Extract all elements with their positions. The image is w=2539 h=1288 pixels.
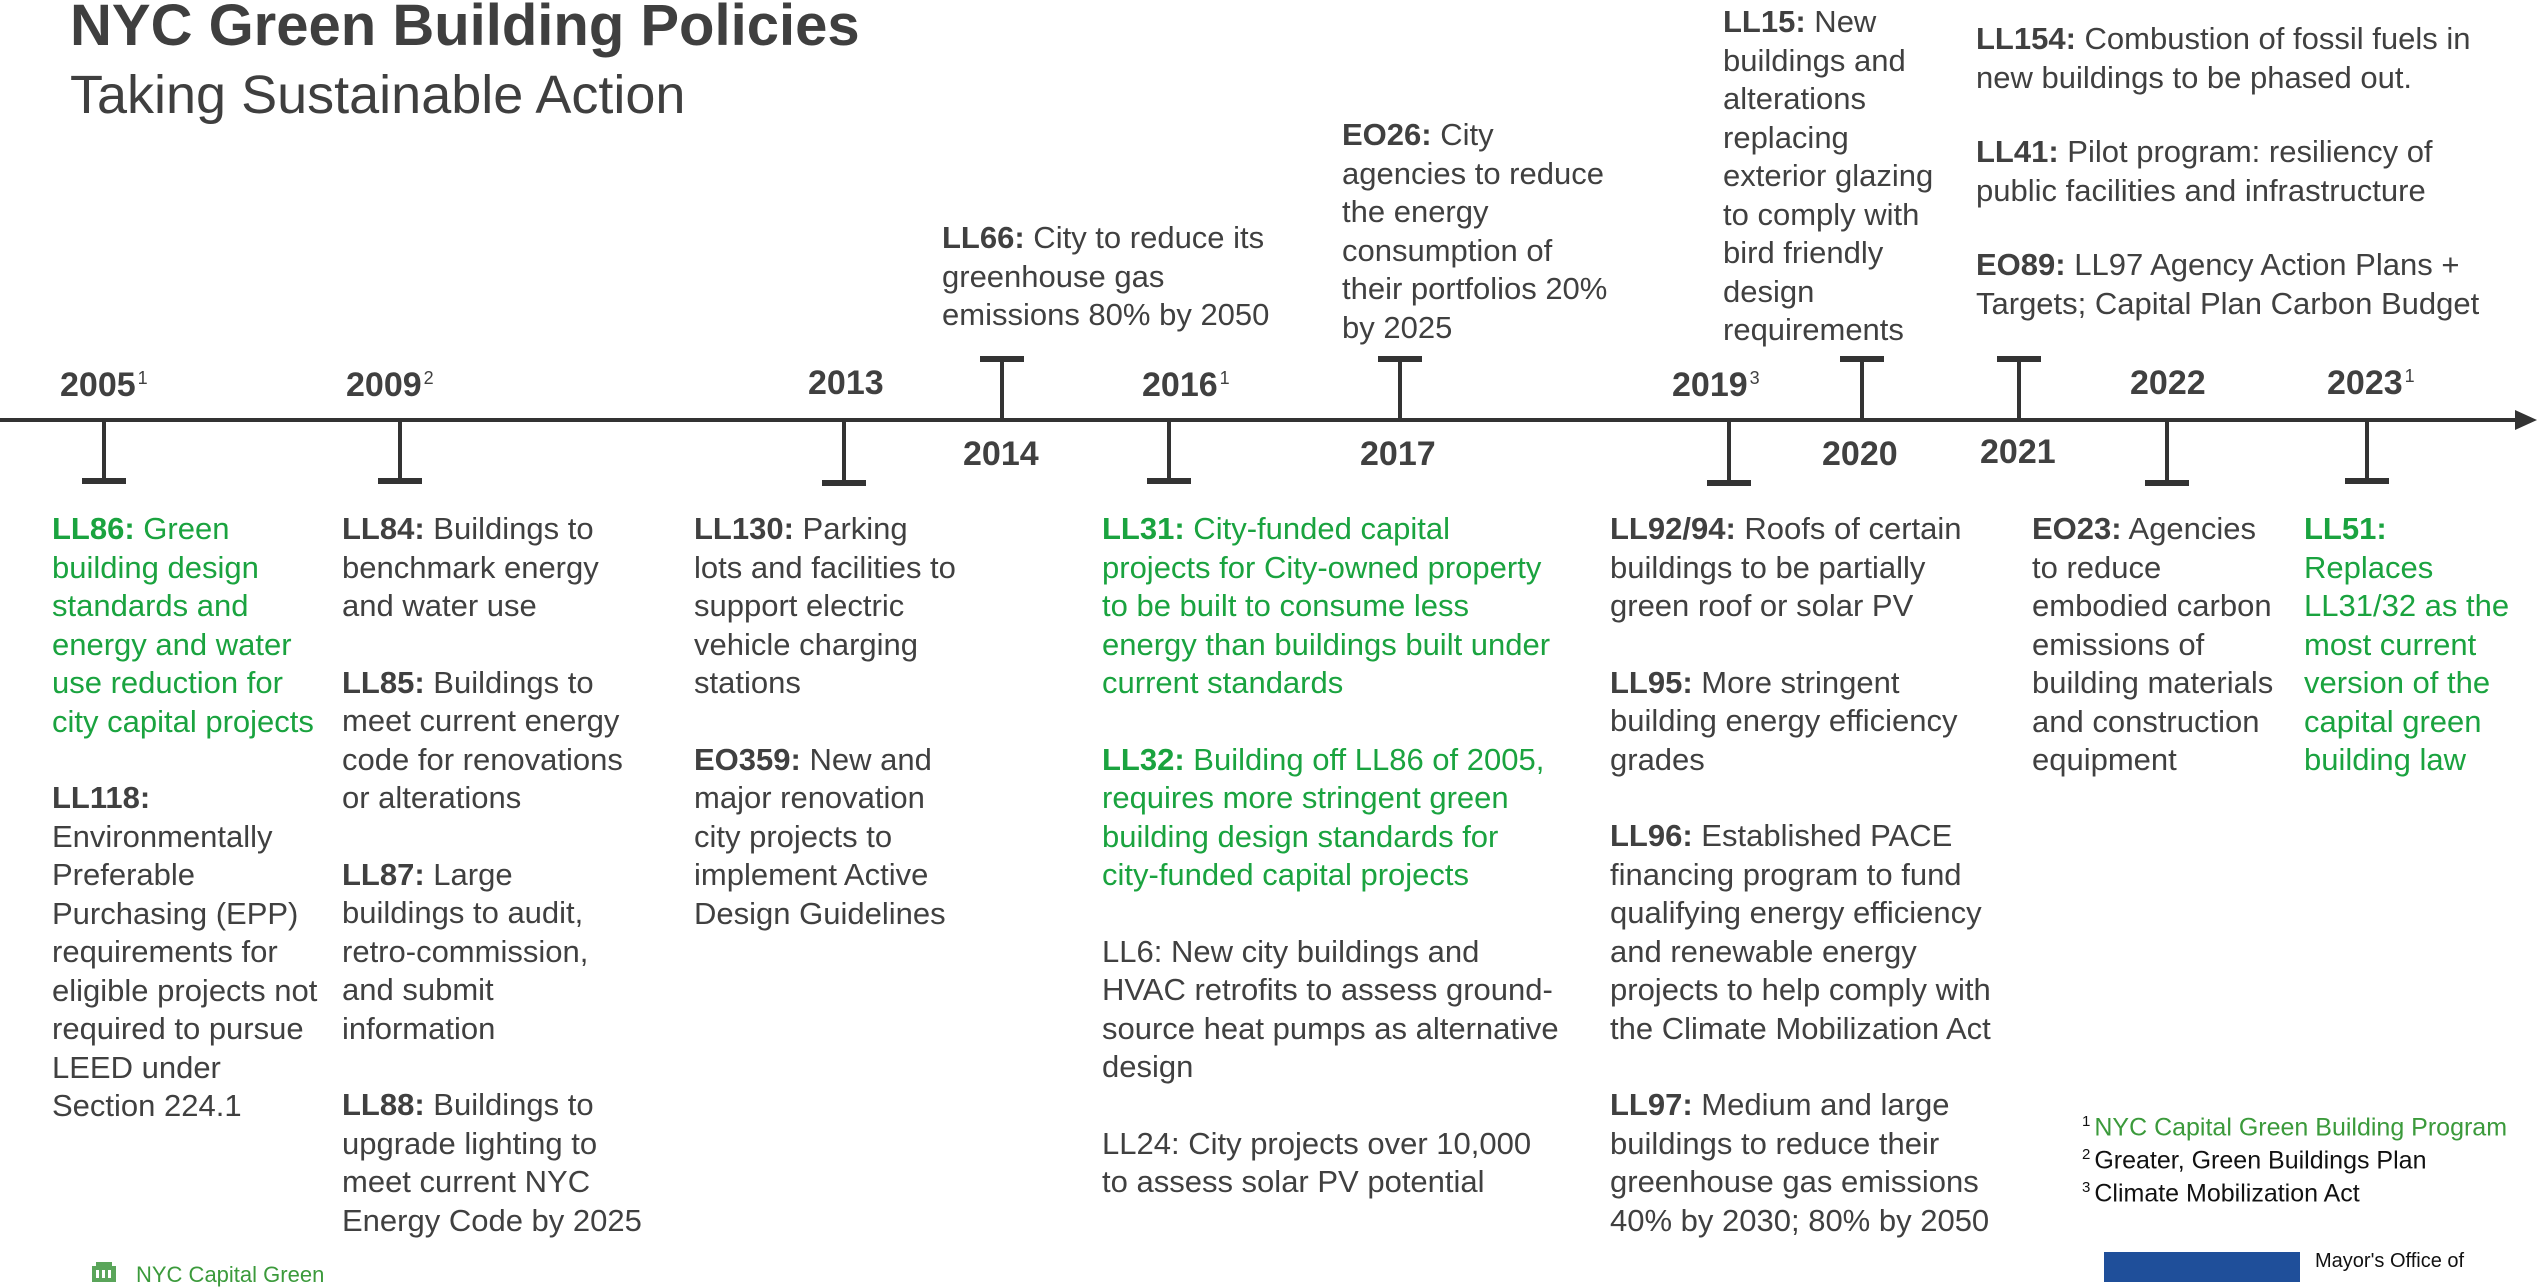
policy-ll66: LL66: City to reduce its greenhouse gas …: [942, 220, 1270, 332]
marker-2016-stem: [1167, 420, 1171, 480]
notes-2020: LL15: New buildings and alterations repl…: [1723, 3, 1955, 388]
page-title: NYC Green Building Policies: [70, 0, 860, 58]
year-2014: 2014: [963, 435, 1039, 473]
marker-2013-stem: [842, 420, 846, 482]
year-2020: 2020: [1822, 435, 1898, 473]
marker-2023-stem: [2365, 420, 2369, 480]
notes-2022: EO23: Agencies to reduce embodied carbon…: [2032, 510, 2282, 818]
policy-ll86: LL86: Green building design standards an…: [52, 511, 314, 739]
policy-ll41: LL41: Pilot program: resiliency of publi…: [1976, 134, 2433, 208]
marker-2009-stem: [398, 420, 402, 480]
year-2017: 2017: [1360, 435, 1436, 473]
capital-green-label: NYC Capital Green: [136, 1262, 325, 1287]
policy-ll97: LL97: Medium and large buildings to redu…: [1610, 1087, 1990, 1238]
marker-2019-cap: [1707, 480, 1751, 486]
year-2013: 2013: [808, 364, 884, 402]
policy-ll96: LL96: Established PACE financing program…: [1610, 818, 1991, 1046]
policy-ll88: LL88: Buildings to upgrade lighting to m…: [342, 1087, 642, 1238]
policy-ll87: LL87: Large buildings to audit, retro-co…: [342, 856, 589, 1046]
policy-ll95: LL95: More stringent building energy eff…: [1610, 664, 1958, 777]
policy-ll6: LL6: New city buildings and HVAC retrofi…: [1102, 933, 1559, 1085]
policy-ll154: LL154: Combustion of fossil fuels in new…: [1976, 21, 2471, 95]
marker-2022-stem: [2165, 420, 2169, 482]
policy-ll51: LL51: Replaces LL31/32 as the most curre…: [2304, 511, 2510, 777]
policy-eo26: EO26: City agencies to reduce the energy…: [1342, 117, 1608, 345]
notes-2023: LL51: Replaces LL31/32 as the most curre…: [2304, 510, 2524, 818]
marker-2021-stem: [2017, 356, 2021, 420]
policy-ll92-94: LL92/94: Roofs of certain buildings to b…: [1610, 511, 1962, 623]
marker-2009-cap: [378, 478, 422, 484]
notes-2014: LL66: City to reduce its greenhouse gas …: [942, 219, 1282, 373]
policy-ll118: LL118: Environmentally Preferable Purcha…: [52, 780, 318, 1123]
notes-2019: LL92/94: Roofs of certain buildings to b…: [1610, 510, 2005, 1278]
policy-ll31: LL31: City-funded capital projects for C…: [1102, 511, 1551, 700]
policy-ll15: LL15: New buildings and alterations repl…: [1723, 4, 1934, 347]
policy-ll32: LL32: Building off LL86 of 2005, require…: [1102, 741, 1545, 893]
policy-ll85: LL85: Buildings to meet current energy c…: [342, 664, 623, 816]
notes-2005: LL86: Green building design standards an…: [52, 510, 324, 1164]
marker-2014-stem: [1000, 356, 1004, 420]
marker-2005-cap: [82, 478, 126, 484]
policy-eo23: EO23: Agencies to reduce embodied carbon…: [2032, 511, 2274, 777]
year-2022: 2022: [2130, 364, 2206, 402]
timeline-arrowhead: [2515, 410, 2537, 430]
policy-eo359: EO359: New and major renovation city pro…: [694, 741, 946, 931]
marker-2017-stem: [1398, 356, 1402, 420]
marker-2022-cap: [2145, 480, 2189, 486]
page-subtitle: Taking Sustainable Action: [70, 65, 686, 125]
notes-2016: LL31: City-funded capital projects for C…: [1102, 510, 1562, 1240]
marker-2013-cap: [822, 480, 866, 486]
marker-2019-stem: [1727, 420, 1731, 482]
nyc-logo: [2104, 1252, 2300, 1282]
marker-2023-cap: [2345, 478, 2389, 484]
building-icon: [92, 1262, 116, 1282]
year-2021: 2021: [1980, 433, 2056, 471]
notes-2013: LL130: Parking lots and facilities to su…: [694, 510, 962, 971]
policy-ll130: LL130: Parking lots and facilities to su…: [694, 511, 956, 700]
notes-2021: LL154: Combustion of fossil fuels in new…: [1976, 20, 2496, 361]
notes-2017: EO26: City agencies to reduce the energy…: [1342, 116, 1610, 385]
policy-ll24: LL24: City projects over 10,000 to asses…: [1102, 1125, 1532, 1200]
policy-eo89: EO89: LL97 Agency Action Plans + Targets…: [1976, 247, 2480, 321]
mayors-office-label: Mayor's Office of: [2315, 1250, 2465, 1272]
policy-ll84: LL84: Buildings to benchmark energy and …: [342, 511, 599, 623]
marker-2005-stem: [102, 420, 106, 480]
marker-2016-cap: [1147, 478, 1191, 484]
marker-2020-stem: [1860, 356, 1864, 420]
notes-2009: LL84: Buildings to benchmark energy and …: [342, 510, 642, 1278]
timeline-axis: [0, 418, 2520, 422]
